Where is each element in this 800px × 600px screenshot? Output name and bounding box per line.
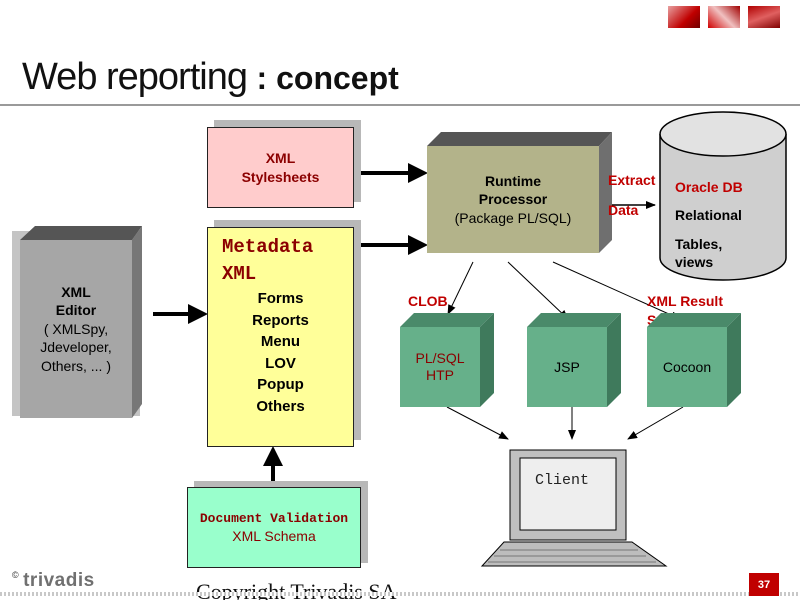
xml-editor-box: XML Editor ( XMLSpy, Jdeveloper, Others,…	[20, 240, 132, 418]
page-number: 37	[757, 578, 771, 591]
xml-stylesheets-box: XML Stylesheets	[207, 127, 354, 208]
title-sub: : concept	[256, 60, 399, 96]
stylesheets-line-2: Stylesheets	[241, 168, 320, 185]
arrow-processor-to-jsp	[507, 261, 569, 320]
metadata-item: Reports	[252, 311, 309, 329]
clob-label: CLOB	[408, 293, 448, 309]
editor-line-1: XML	[61, 283, 91, 300]
metadata-xml-box: Metadata XML Forms Reports Menu LOV Popu…	[207, 227, 354, 447]
header-photo-1	[668, 6, 700, 28]
jsp-box: JSP	[527, 327, 607, 407]
oracle-db-relational: Relational	[675, 207, 742, 223]
arrow-processor-to-plsql	[447, 261, 474, 315]
runtime-processor-box: Runtime Processor (Package PL/SQL)	[427, 146, 599, 253]
processor-bevel	[427, 132, 612, 253]
plsql-htp-box: PL/SQL HTP	[400, 327, 480, 407]
title-main: Web reporting	[22, 56, 248, 98]
footer-rule	[0, 592, 800, 596]
jsp-label: JSP	[554, 359, 580, 375]
document-validation-box: Document Validation XML Schema	[187, 487, 361, 568]
client-computer	[480, 449, 668, 567]
jsp-cube-bevel	[527, 313, 621, 407]
header-photo-3	[748, 6, 780, 28]
copyright-text: Copyright Trivadis SA	[196, 579, 397, 600]
processor-line-3: (Package PL/SQL)	[454, 209, 572, 226]
metadata-heading: Metadata XML	[208, 234, 313, 288]
editor-line-5: Others, ... )	[40, 357, 111, 374]
plsql-cube-bevel	[400, 313, 494, 407]
oracle-db-cylinder	[659, 111, 787, 281]
metadata-item: Menu	[260, 333, 301, 350]
metadata-item: Others	[256, 397, 305, 415]
editor-line-2: Editor	[55, 302, 97, 319]
cocoon-box: Cocoon	[647, 327, 727, 407]
oracle-db-tables: Tables,	[675, 236, 723, 252]
editor-line-4: Jdeveloper,	[40, 339, 112, 356]
title-divider	[0, 104, 800, 106]
header-decoration	[668, 6, 782, 28]
logo-mark: ©	[12, 570, 19, 580]
oracle-db-views: views	[675, 254, 714, 270]
xml-result-label-1: XML Result	[647, 293, 723, 309]
editor-bevel	[20, 226, 142, 418]
processor-line-1: Runtime	[485, 172, 541, 189]
metadata-heading-2: XML	[222, 263, 257, 285]
metadata-items: Forms Reports Menu LOV Popup Others	[252, 288, 309, 417]
extract-label: Extract	[608, 172, 656, 188]
processor-line-2: Processor	[478, 191, 548, 208]
editor-line-3: ( XMLSpy,	[43, 320, 109, 337]
cocoon-label: Cocoon	[662, 359, 712, 375]
trivadis-logo: © trivadis	[12, 570, 95, 592]
stylesheets-line-1: XML	[265, 149, 296, 166]
validation-title: Document Validation	[199, 511, 349, 526]
logo-text: trivadis	[23, 570, 95, 591]
arrow-plsql-to-client	[446, 406, 509, 440]
page-number-badge: 37	[749, 573, 779, 596]
metadata-item: LOV	[265, 354, 296, 372]
header-photo-2	[708, 6, 740, 28]
metadata-heading-1: Metadata	[222, 236, 314, 258]
arrow-processor-to-cocoon	[552, 261, 681, 320]
data-label: Data	[608, 202, 639, 218]
metadata-item: Popup	[257, 376, 304, 393]
client-label: Client	[535, 472, 590, 489]
arrow-cocoon-to-client	[627, 406, 684, 440]
validation-subtitle: XML Schema	[232, 528, 316, 544]
cocoon-cube-bevel	[647, 313, 741, 407]
metadata-item: Forms	[257, 290, 304, 307]
plsql-line-2: HTP	[426, 367, 454, 383]
oracle-db-label: Oracle DB	[675, 179, 743, 195]
page-title: Web reporting : concept	[22, 56, 399, 99]
plsql-line-1: PL/SQL	[415, 350, 465, 366]
